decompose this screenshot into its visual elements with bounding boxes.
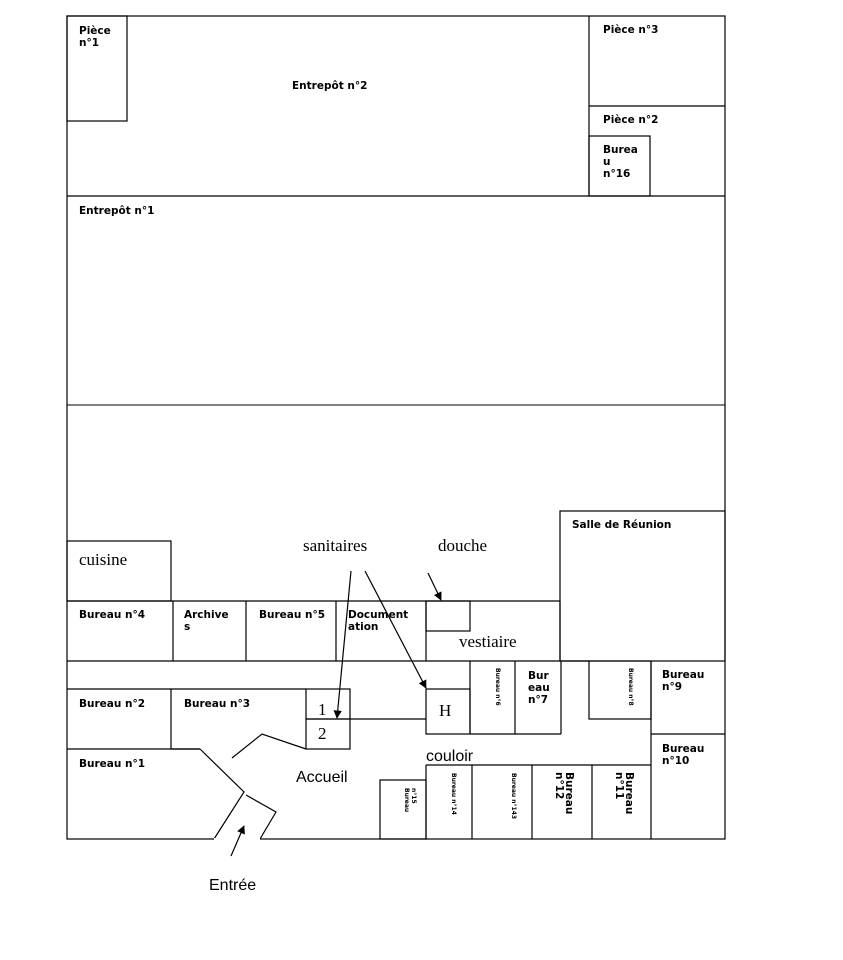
room-wc-1 — [305, 688, 351, 720]
label-bureau-8: Bureau n°8 — [627, 668, 634, 706]
label-bureau-5: Bureau n°5 — [259, 609, 325, 621]
label-bureau-3: Bureau n°3 — [184, 698, 250, 710]
label-wc-2: 2 — [318, 724, 327, 743]
label-entree: Entrée — [209, 877, 256, 894]
label-entrepot-1: Entrepôt n°1 — [79, 205, 154, 217]
room-salle-reunion — [559, 510, 726, 662]
label-bureau-14: Bureau n°14 — [450, 773, 457, 815]
room-wc-2 — [305, 718, 351, 750]
arrow-douche — [427, 572, 442, 601]
arrow-entree — [230, 825, 245, 857]
room-bureau-15 — [379, 779, 427, 840]
arrow-sanitaires-wc — [333, 570, 352, 719]
label-salle-reunion: Salle de Réunion — [572, 519, 671, 531]
room-piece-1 — [66, 15, 128, 122]
label-wc-1: 1 — [318, 700, 327, 719]
label-douche: douche — [438, 536, 487, 555]
label-cuisine: cuisine — [79, 550, 127, 569]
label-bureau-4: Bureau n°4 — [79, 609, 145, 621]
room-bureau-8 — [588, 660, 652, 720]
label-bureau-15: Bureaun°15 — [403, 788, 417, 812]
building-outline — [66, 15, 726, 840]
entrance-door-right — [245, 794, 277, 840]
label-sanitaires: sanitaires — [303, 536, 367, 555]
label-accueil: Accueil — [296, 769, 348, 786]
entrance-door-upper — [231, 733, 307, 759]
label-bureau-143: Bureau n°143 — [510, 773, 517, 819]
arrow-sanitaires-h — [364, 570, 427, 689]
label-h: H — [439, 701, 451, 720]
label-bureau-11: Bureaun°11 — [613, 772, 635, 814]
label-piece-2: Pièce n°2 — [603, 114, 658, 126]
room-douche — [425, 600, 471, 632]
label-piece-3: Pièce n°3 — [603, 24, 658, 36]
label-bureau-2: Bureau n°2 — [79, 698, 145, 710]
label-bureau-6: Bureau n°6 — [494, 668, 501, 706]
label-couloir: couloir — [426, 748, 474, 765]
entrance-door-left — [199, 748, 245, 840]
label-entrepot-2: Entrepôt n°2 — [292, 80, 367, 92]
room-bureau-16 — [588, 135, 651, 197]
label-bureau-12: Bureaun°12 — [553, 772, 575, 814]
label-vestiaire: vestiaire — [459, 632, 517, 651]
label-bureau-1: Bureau n°1 — [79, 758, 145, 770]
